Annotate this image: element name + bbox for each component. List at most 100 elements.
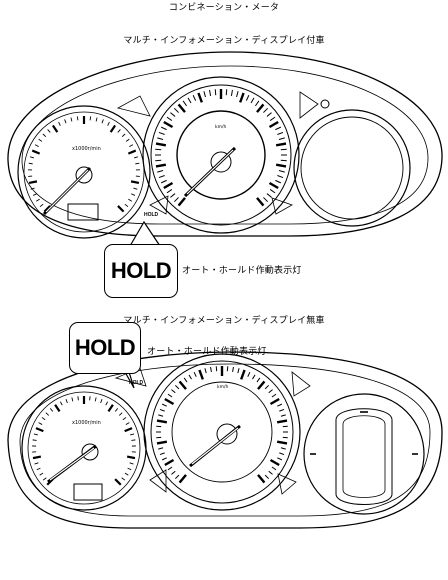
dial-tick-minor: [114, 408, 119, 412]
cluster-outline: [7, 51, 443, 237]
dial-tick-minor: [173, 107, 179, 113]
dial-tick-minor: [32, 193, 37, 196]
dial-tick-minor: [158, 447, 164, 450]
dial-tick-minor: [279, 452, 285, 456]
dial-tick-minor: [129, 144, 134, 147]
dial-tick-minor: [36, 467, 41, 471]
dial-tick-minor: [100, 399, 103, 404]
dial-tick-minor: [129, 462, 134, 465]
section-heading-without-display: マルチ・インフォメーション・ディスプレイ無車: [123, 316, 325, 326]
dial-tick-minor: [95, 117, 98, 122]
dial-tick-minor: [42, 477, 47, 481]
dial-tick-major: [268, 120, 279, 129]
dial-tick-minor: [42, 133, 47, 138]
dial-tick-major: [268, 181, 279, 190]
dial-tick-minor: [225, 89, 228, 96]
dial-tick-major: [31, 149, 41, 155]
dial-tick-minor: [155, 159, 162, 162]
dial-tick-major: [126, 455, 136, 460]
speedometer-ticks: [155, 89, 287, 207]
dial-tick-major: [163, 120, 174, 129]
dial-tick-minor: [263, 107, 269, 113]
dial-tick-minor: [269, 116, 276, 121]
cluster-outline-2: [7, 351, 443, 529]
dial-tick-minor: [264, 384, 270, 390]
dial-tick-minor: [171, 389, 176, 394]
dial-tick-minor: [41, 417, 46, 421]
dial-tick-major: [276, 440, 288, 445]
dial-tick-minor: [278, 170, 285, 173]
dial-tick-minor: [45, 412, 50, 416]
dial-tick-minor: [280, 148, 287, 151]
dial-tick-minor: [157, 137, 164, 140]
dial-tick-major: [198, 369, 204, 380]
dial-tick-major: [35, 427, 44, 433]
dial-tick-minor: [255, 100, 260, 107]
dial-tick-minor: [135, 162, 140, 165]
dial-tick-minor: [128, 198, 132, 202]
dial-tick-minor: [39, 203, 44, 208]
dial-tick-minor: [32, 439, 37, 441]
dial-tick-minor: [160, 126, 167, 131]
dial-tick-minor: [167, 466, 173, 471]
dial-tick-minor: [159, 408, 165, 412]
dial-tick-minor: [237, 368, 240, 374]
dial-tick-minor: [121, 477, 126, 481]
dial-tick-minor: [161, 457, 167, 461]
dial-tick-minor: [171, 470, 176, 475]
dial-tick-minor: [33, 433, 38, 436]
dial-tick-minor: [118, 412, 123, 416]
dial-tick-minor: [94, 397, 97, 402]
dial-tick-minor: [70, 117, 73, 122]
tachometer-dial: [17, 105, 151, 239]
right-gauge-bezel: [293, 109, 411, 227]
dial-tick-major: [239, 92, 245, 103]
dial-tick-minor: [30, 187, 35, 190]
dial-tick-major: [269, 458, 280, 467]
dial-tick-minor: [58, 121, 61, 126]
dial-tick-minor: [167, 393, 173, 398]
dial-tick-minor: [71, 397, 74, 402]
dial-tick-major: [269, 397, 280, 406]
dial-tick-minor: [266, 193, 272, 198]
dial-tick-minor: [271, 466, 277, 471]
dial-tick-minor: [38, 138, 43, 142]
dial-tick-minor: [247, 371, 251, 377]
dial-tick-minor: [125, 138, 130, 142]
dial-tick-minor: [34, 462, 39, 465]
dial-tick-minor: [256, 377, 261, 383]
right-gauge-window: [335, 408, 393, 505]
dial-tick-major: [156, 419, 168, 424]
dial-tick-major: [257, 474, 266, 484]
dial-tick-major: [124, 427, 133, 433]
dial-tick-minor: [188, 374, 192, 380]
speedometer-dial: [150, 84, 292, 226]
dial-tick-minor: [158, 131, 165, 135]
dial-tick-minor: [65, 399, 68, 404]
dial-tick-minor: [34, 144, 39, 147]
tachometer-unit-label-2: x1000r/min: [72, 420, 101, 426]
dial-tick-minor: [174, 474, 180, 480]
dial-tick-minor: [268, 389, 273, 394]
dial-tick-minor: [280, 159, 287, 162]
dial-tick-minor: [38, 422, 43, 425]
dial-tick-minor: [193, 371, 197, 377]
dial-tick-minor: [173, 197, 179, 203]
hold-callout-box-2: HOLD: [69, 322, 141, 374]
dial-tick-minor: [266, 112, 272, 117]
auto-hold-indicator-label: オート・ホールド作動表示灯: [182, 266, 302, 276]
dial-tick-minor: [250, 97, 255, 104]
dial-tick-minor: [105, 401, 109, 406]
dial-tick-major: [276, 419, 288, 424]
dial-tick-minor: [131, 439, 136, 441]
dial-tick-minor: [230, 89, 233, 96]
dial-tick-minor: [166, 116, 173, 121]
dial-tick-minor: [170, 193, 176, 198]
dial-tick-minor: [155, 148, 162, 151]
dial-tick-major: [109, 124, 117, 133]
speedometer-hub-2: [216, 423, 238, 445]
dial-tick-minor: [121, 133, 126, 138]
dial-tick-major: [177, 103, 186, 113]
dial-tick-major: [32, 455, 42, 460]
